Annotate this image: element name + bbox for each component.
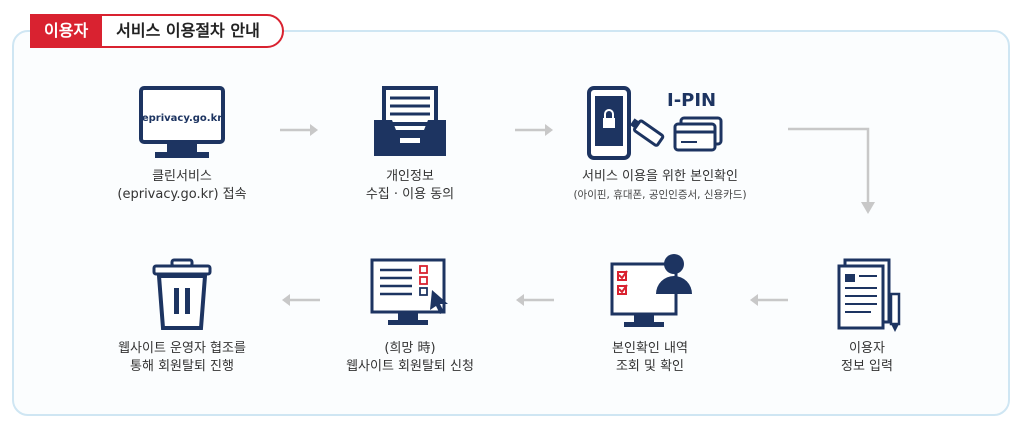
step-3-line2: (아이핀, 휴대폰, 공인인증서, 신용카드): [573, 189, 747, 201]
step-7-line2: 통해 회원탈퇴 진행: [130, 359, 234, 374]
step-consent: 개인정보 수집 · 이용 동의: [300, 84, 520, 214]
arrow-down-turn-icon: [788, 127, 875, 214]
monitor-checklist-user-icon: [610, 254, 692, 327]
step-2-line1: 개인정보: [386, 169, 434, 184]
step-user-info: 이용자 정보 입력: [757, 256, 977, 386]
step-connect-site: eprivacy.go.kr 클린서비스 (eprivacy.go.kr) 접속: [72, 84, 292, 214]
step-withdraw-request: (희망 時) 웹사이트 회원탈퇴 신청: [300, 256, 520, 386]
step-4-line1: 이용자: [849, 341, 885, 356]
arrow-left-icon: [516, 294, 554, 306]
step-4-line2: 정보 입력: [841, 359, 893, 374]
step-1-line2: (eprivacy.go.kr) 접속: [117, 187, 247, 202]
step-7-line1: 웹사이트 운영자 협조를: [118, 341, 246, 356]
step-identity-check: I-PIN 서비스 이용을 위한 본인확인 (아이핀, 휴대폰, 공인인증서, …: [550, 84, 770, 224]
step-1-line1: 클린서비스: [152, 169, 212, 184]
trash-can-icon: [152, 258, 212, 330]
form-pen-icon: [837, 258, 901, 332]
arrow-left-icon: [282, 294, 320, 306]
step-6-line2: 웹사이트 회원탈퇴 신청: [346, 359, 474, 374]
section-tag: 이용자 서비스 이용절차 안내: [30, 14, 284, 48]
step-withdraw-complete: 웹사이트 운영자 협조를 통해 회원탈퇴 진행: [72, 256, 292, 386]
step-2-line2: 수집 · 이용 동의: [365, 187, 455, 202]
monitor-checklist-cursor-icon: [370, 258, 448, 325]
step-3-line1: 서비스 이용을 위한 본인확인: [582, 169, 738, 184]
step-5-line1: 본인확인 내역: [612, 341, 688, 356]
arrow-right-icon: [280, 124, 318, 136]
phone-ipin-card-icon: I-PIN: [587, 86, 723, 160]
section-title: 서비스 이용절차 안내: [116, 21, 260, 40]
monitor-screen-text: eprivacy.go.kr: [142, 113, 222, 124]
step-6-line1: (희망 時): [384, 341, 436, 356]
ipin-text: I-PIN: [667, 90, 716, 111]
arrow-left-icon: [750, 294, 788, 306]
step-verify-history: 본인확인 내역 조회 및 확인: [540, 250, 760, 390]
document-tray-icon: [374, 86, 446, 156]
step-5-line2: 조회 및 확인: [615, 359, 685, 374]
monitor-icon: eprivacy.go.kr: [139, 86, 225, 158]
arrow-right-icon: [515, 124, 553, 136]
user-badge: 이용자: [32, 16, 103, 46]
